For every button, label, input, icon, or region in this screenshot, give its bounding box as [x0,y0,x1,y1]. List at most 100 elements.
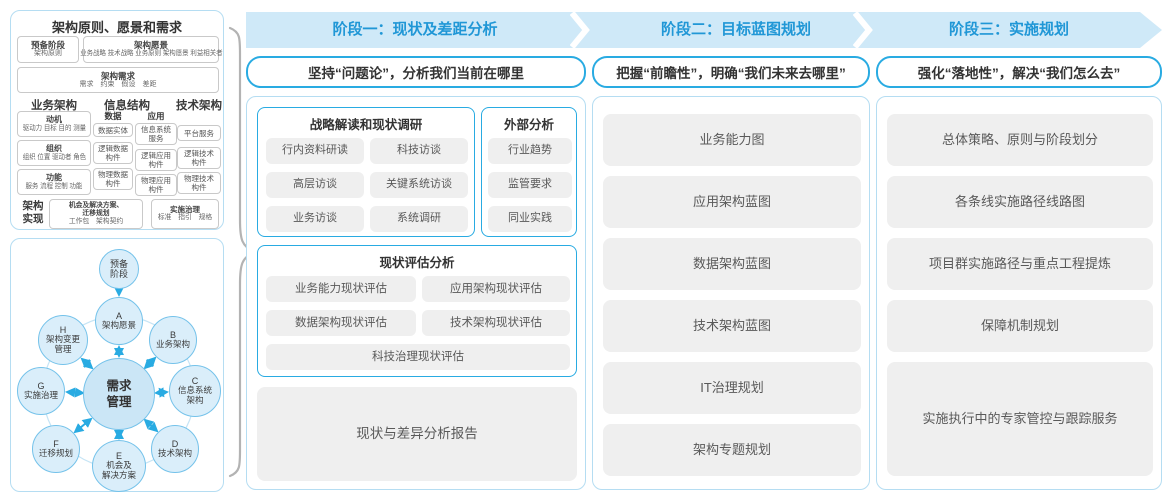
external-item: 同业实践 [488,206,572,232]
adm-node-g-id: G [37,380,45,391]
assessment-item: 数据架构现状评估 [266,310,416,336]
deliverable-item: 项目群实施路径与重点工程提炼 [887,238,1153,290]
adm-node-d-id: D [171,438,179,449]
adm-node-d: D 技术架构 [151,425,199,473]
adm-node-e-label: 机会及 解决方案 [101,460,136,481]
adm-node-a: A 架构愿景 [95,297,143,345]
framework-title: 架构原则、愿景和需求 [51,20,182,35]
adm-node-f-label: 迁移规划 [38,448,73,459]
deliverable-item: 业务能力图 [603,114,861,166]
requirements-items: 需求 约束 假设 差距 [79,80,157,88]
implementation-governance-items: 标准 指引 规格 [157,214,213,222]
external-analysis-title: 外部分析 [503,118,554,132]
chevron-separator-icon [853,12,873,48]
adm-node-f-id: F [53,438,59,449]
physical-data-box: 物理数据 构件 [93,168,133,190]
adm-node-g-label: 实施治理 [23,390,58,401]
opportunities-migration-title: 机会及解决方案、 迁移规划 [68,201,124,217]
phase2-content-panel: 业务能力图 应用架构蓝图 数据架构蓝图 技术架构蓝图 IT治理规划 架构专题规划 [592,96,870,490]
strategy-item: 关键系统访谈 [370,172,468,198]
adm-node-h-label: 架构变更 管理 [45,334,80,355]
deliverable-item: 保障机制规划 [887,300,1153,352]
implementation-governance-title: 实施治理 [170,205,200,215]
adm-node-e: E 机会及 解决方案 [92,440,146,492]
logical-data-box: 逻辑数据 构件 [93,142,133,164]
logical-application-box: 逻辑应用 构件 [135,149,177,171]
assessment-item-full: 科技治理现状评估 [266,344,570,370]
phase1-content-panel: 战略解读和现状调研 行内资料研读 科技访谈 高层访谈 关键系统访谈 业务访谈 系… [246,96,586,490]
physical-technology-box: 物理技术 构件 [177,172,221,194]
function-title: 功能 [46,173,62,182]
deliverable-item: 各条线实施路径线路图 [887,176,1153,228]
architecture-implementation-label: 架构 实现 [22,200,44,226]
opportunities-migration-box: 机会及解决方案、 迁移规划 工作包 架构契约 [49,199,143,229]
adm-node-c-id: C [191,376,199,387]
deliverable-item: 技术架构蓝图 [603,300,861,352]
architecture-requirements-box: 架构需求 需求 约束 假设 差距 [17,67,219,93]
phase1-header: 阶段一：现状及差距分析 [332,21,498,38]
phase1-subtitle: 坚持“问题论”，分析我们当前在哪里 [246,56,586,88]
vision-items: 业务战略 技术战略 业务原则 架构愿景 利益相关者 [79,50,223,58]
strategy-research-box: 战略解读和现状调研 行内资料研读 科技访谈 高层访谈 关键系统访谈 业务访谈 系… [257,107,475,237]
phase2-header: 阶段二：目标蓝图规划 [660,21,811,38]
adm-node-a-id: A [115,310,122,321]
deliverable-item-tall: 实施执行中的专家管控与跟踪服务 [887,362,1153,476]
data-entity-box: 数据实体 [93,123,133,137]
gap-analysis-report-box: 现状与差异分析报告 [257,387,577,481]
adm-node-g: G 实施治理 [17,367,65,415]
motivation-box: 动机 驱动力 目标 目的 测量 [17,111,91,137]
data-subheader: 数据 [104,111,122,121]
strategy-item: 业务访谈 [266,206,364,232]
function-items: 服务 流程 控制 功能 [25,182,83,190]
adm-node-h: H 架构变更 管理 [38,315,88,365]
adm-center-requirements-management: 需求 管理 [83,358,155,430]
adm-node-b-id: B [169,329,176,340]
motivation-title: 动机 [46,115,62,124]
physical-application-box: 物理应用 构件 [135,174,177,196]
strategy-item: 高层访谈 [266,172,364,198]
phase3-subtitle: 强化“落地性”，解决“我们怎么去” [876,56,1162,88]
prep-phase-item: 架构原则 [34,50,62,58]
opportunities-migration-items: 工作包 架构契约 [68,218,124,226]
application-subheader: 应用 [147,111,165,121]
phase3-header: 阶段三：实施规划 [948,21,1069,38]
strategy-research-title: 战略解读和现状调研 [309,118,423,132]
information-system-service-box: 信息系统 服务 [135,123,177,145]
adm-cycle-panel: 预备 阶段 A 架构愿景 B 业务架构 C 信息系统 架构 D 技术架构 E 机… [10,238,224,492]
deliverable-item: 应用架构蓝图 [603,176,861,228]
business-architecture-header: 业务架构 [31,100,77,112]
deliverable-item: 数据架构蓝图 [603,238,861,290]
implementation-governance-box: 实施治理 标准 指引 规格 [151,199,219,229]
deliverable-item: 总体策略、原则与阶段划分 [887,114,1153,166]
strategy-item: 系统调研 [370,206,468,232]
logical-technology-box: 逻辑技术 构件 [177,147,221,169]
adm-node-e-id: E [115,451,122,462]
strategy-item: 行内资料研读 [266,138,364,164]
organization-title: 组织 [46,144,62,153]
assessment-title: 现状评估分析 [379,256,455,270]
organization-items: 组织 位置 驱动者 角色 [22,153,86,161]
external-item: 行业趋势 [488,138,572,164]
phase2-subtitle: 把握“前瞻性”，明确“我们未来去哪里” [592,56,870,88]
assessment-item: 技术架构现状评估 [422,310,570,336]
motivation-items: 驱动力 目标 目的 测量 [22,124,86,132]
adm-node-preliminary: 预备 阶段 [99,249,139,289]
adm-node-c-label: 信息系统 架构 [177,385,212,406]
adm-node-d-label: 技术架构 [157,448,192,459]
deliverable-item: IT治理规划 [603,362,861,414]
prep-phase-box: 预备阶段 架构原则 [17,36,79,63]
deliverable-item: 架构专题规划 [603,424,861,476]
adm-node-h-id: H [59,325,67,336]
external-item: 监管要求 [488,172,572,198]
adm-node-b: B 业务架构 [149,316,197,364]
phase3-content-panel: 总体策略、原则与阶段划分 各条线实施路径线路图 项目群实施路径与重点工程提炼 保… [876,96,1162,490]
architecture-framework-panel: 架构原则、愿景和需求 预备阶段 架构原则 架构愿景 业务战略 技术战略 业务原则… [10,10,224,230]
strategy-item: 科技访谈 [370,138,468,164]
vision-title: 架构愿景 [133,40,168,51]
current-state-assessment-box: 现状评估分析 业务能力现状评估 应用架构现状评估 数据架构现状评估 技术架构现状… [257,245,577,377]
adm-node-a-label: 架构愿景 [101,320,136,331]
organization-box: 组织 组织 位置 驱动者 角色 [17,140,91,166]
assessment-item: 业务能力现状评估 [266,276,416,302]
technology-architecture-header: 技术架构 [176,100,222,112]
